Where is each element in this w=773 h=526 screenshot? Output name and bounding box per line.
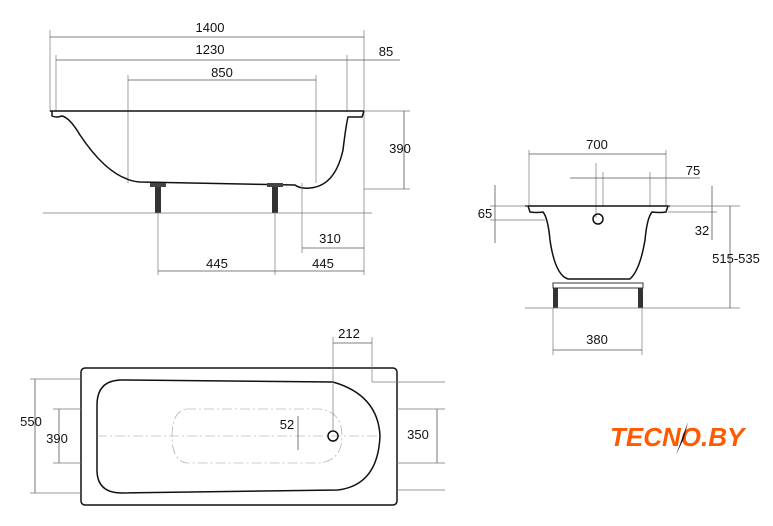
dim-height-range: 515-535 — [712, 251, 760, 266]
dim-depth: 390 — [389, 141, 411, 156]
end-view: 700 75 65 32 515-535 380 — [478, 137, 760, 355]
dim-end-width: 350 — [407, 427, 429, 442]
dim-rim-drop: 32 — [695, 223, 709, 238]
dim-stand-width: 380 — [586, 332, 608, 347]
dim-width-total: 550 — [20, 414, 42, 429]
top-view: 212 550 390 350 52 — [20, 326, 445, 506]
dim-foot-end-offset: 445 — [312, 256, 334, 271]
dim-drain-offset: 310 — [319, 231, 341, 246]
drain-icon — [592, 213, 604, 225]
dim-length-inner: 1230 — [196, 42, 225, 57]
dim-width-total: 700 — [586, 137, 608, 152]
dim-rim-offset: 85 — [379, 44, 393, 59]
dim-overflow-offset: 75 — [686, 163, 700, 178]
side-view: 1400 1230 850 85 390 310 445 445 — [43, 20, 411, 275]
foot-icon — [150, 183, 283, 213]
tecno-logo: TECNO.BY — [610, 422, 747, 455]
dim-drain-offset: 52 — [280, 417, 294, 432]
dim-foot-spacing: 445 — [206, 256, 228, 271]
dim-length-total: 1400 — [196, 20, 225, 35]
dim-overflow-distance: 212 — [338, 326, 360, 341]
dim-inner-width: 390 — [46, 431, 68, 446]
logo-text: TECNO.BY — [610, 422, 747, 452]
dim-rim-height: 65 — [478, 206, 492, 221]
lightning-icon — [676, 422, 688, 455]
stand-icon — [552, 282, 644, 308]
dim-length-bottom: 850 — [211, 65, 233, 80]
